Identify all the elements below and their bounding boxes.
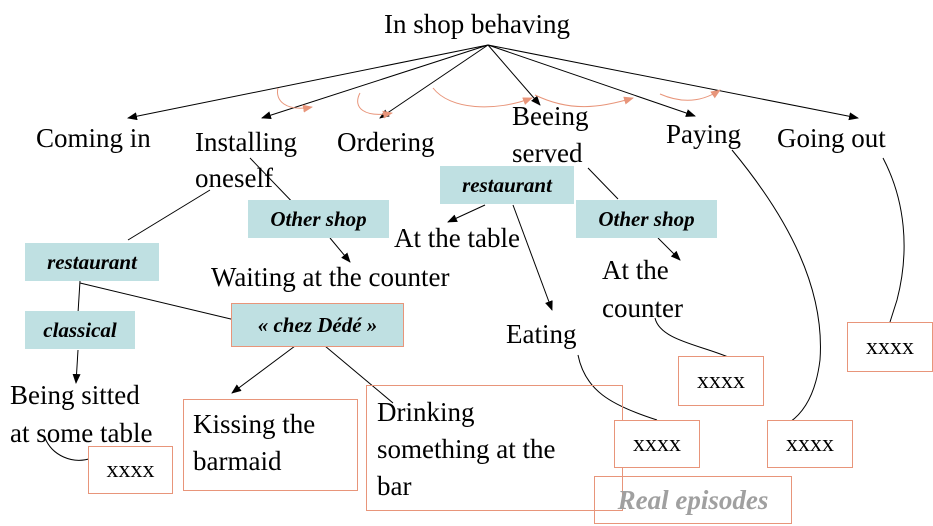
tag-classical: classical [25,311,135,349]
placeholder-box-paying: xxxx [767,420,853,468]
tag-restaurant-mid: restaurant [440,166,574,204]
edge-othershop-counter [657,237,681,261]
edge-chez-kissing [231,345,296,394]
placeholder-box-going-out: xxxx [847,322,933,372]
edge-root-ordering [379,44,489,119]
phase-being-served-line1: Beeing [512,101,589,131]
edge-goingout-xxxx [882,157,905,323]
edge-root-paying [487,44,696,117]
phase-paying: Paying [666,119,742,149]
placeholder-box-eating: xxxx [614,420,700,468]
edge-othershop-waiting [329,237,351,263]
edge-installing-restaurant [127,189,211,241]
tag-other-shop-right: Other shop [576,200,717,238]
edge-root-installing [261,44,489,120]
leaf-at-counter-line2: counter [602,293,683,323]
leaf-at-counter-line1: At the [602,255,669,285]
placeholder-box-sitted: xxxx [88,446,173,494]
sequence-arrow-1 [276,87,313,113]
leaf-being-sitted-line1: Being sitted [10,380,140,410]
edge-eating-xxxx [577,354,658,421]
edge-served-othershop [587,167,619,200]
edge-restaurant-table [447,204,486,223]
episode-drinking-line1: Drinking [377,397,475,427]
sequence-arrow-3 [432,87,533,108]
root-label: In shop behaving [384,9,570,39]
edge-chez-drinking [324,345,394,404]
tag-other-shop-left: Other shop [248,200,389,238]
edge-root-being-served [487,44,541,106]
phase-being-served-line2: served [512,138,583,168]
episode-drinking-line2: something at the [377,434,556,464]
tag-restaurant-left: restaurant [25,243,159,281]
edge-restaurant-eating [512,204,553,311]
edge-root-coming-in [127,44,489,121]
edge-paying-xxxx [731,149,821,423]
edge-root-going-out [487,44,859,121]
episode-drinking-line3: bar [377,471,412,501]
edge-restaurant-chez [79,282,236,321]
tag-chez-dede: « chez Dédé » [231,303,404,347]
leaf-eating: Eating [506,319,577,349]
sequence-arrow-4 [534,94,634,108]
phase-coming-in: Coming in [36,123,151,153]
edge-classical-sitted [72,349,81,384]
leaf-at-the-table: At the table [394,223,520,253]
episode-kissing-barmaid: Kissing the barmaid [183,399,358,491]
edge-sitted-xxxx [44,437,93,461]
leaf-being-sitted-line2: at some table [10,418,153,448]
phase-installing-line2: oneself [195,163,273,193]
phase-installing-line1: Installing [195,127,297,157]
real-episodes-label: Real episodes [594,476,792,524]
sequence-arrow-2 [357,92,393,119]
phase-ordering: Ordering [337,127,435,157]
phase-going-out: Going out [777,123,886,153]
leaf-waiting-counter: Waiting at the counter [211,262,450,292]
episode-kissing-line2: barmaid [193,446,282,476]
episode-drinking-bar: Drinking something at the bar [366,385,623,511]
sequence-arrow-5 [659,89,721,101]
episode-kissing-line1: Kissing the [193,409,316,439]
edge-restaurant-classical [77,280,81,314]
placeholder-box-counter: xxxx [678,356,764,406]
edge-counter-xxxx [654,317,729,358]
